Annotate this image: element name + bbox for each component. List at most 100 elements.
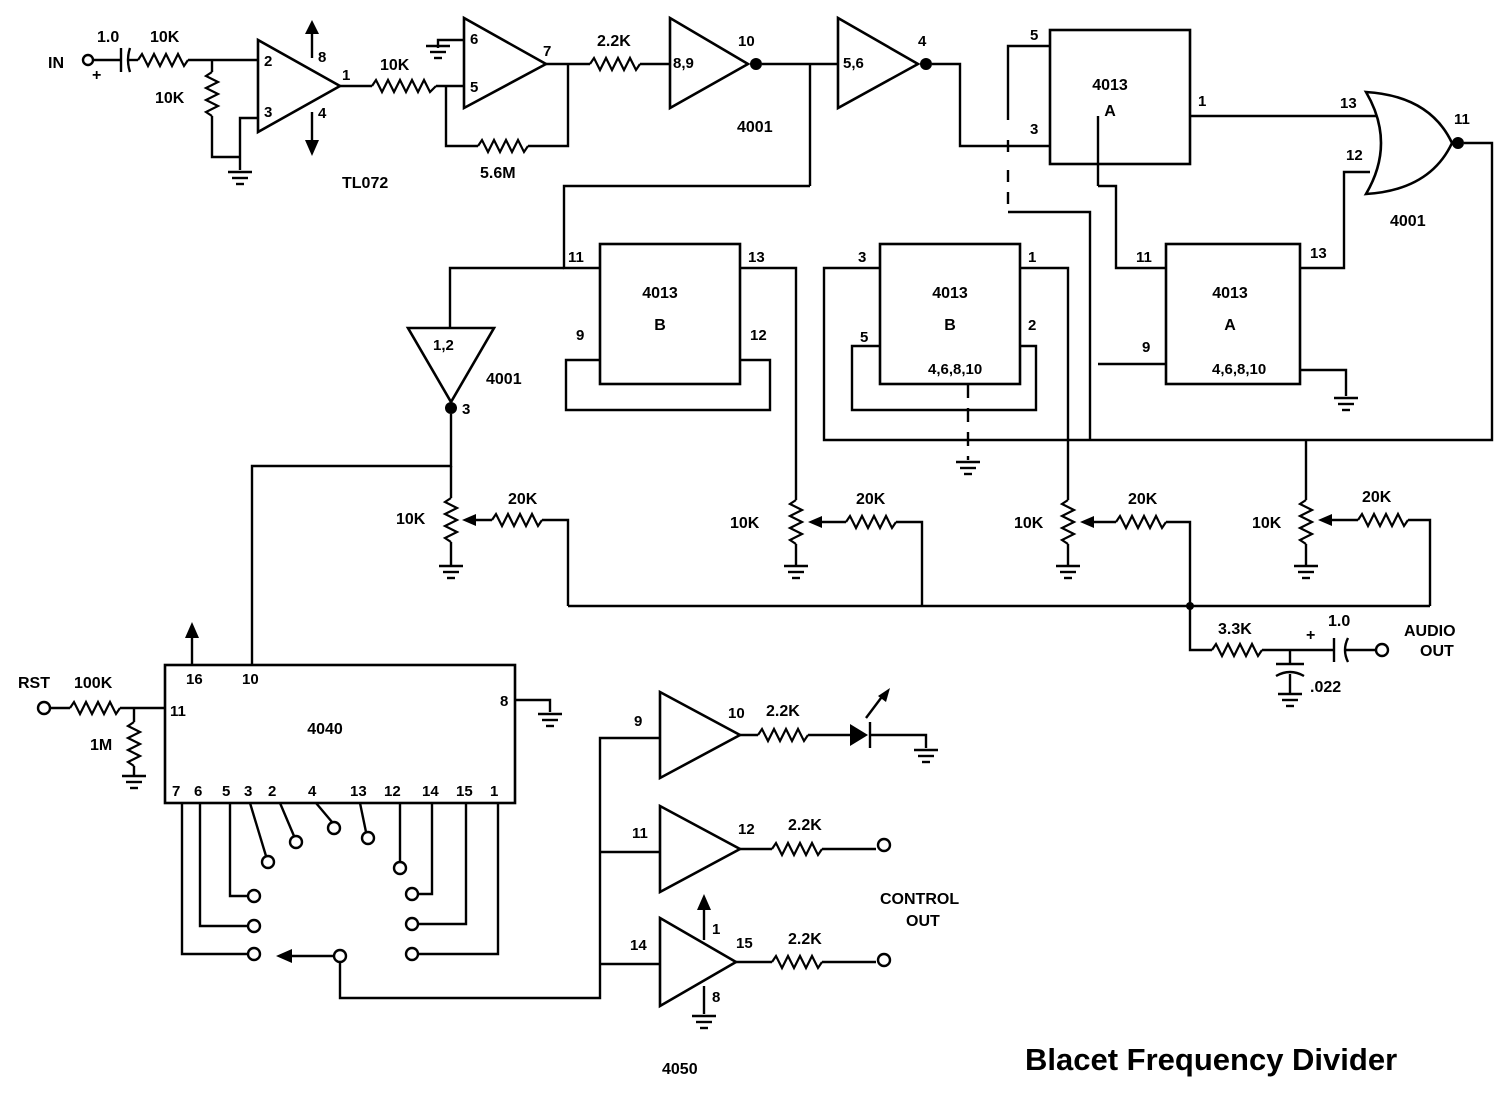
r-rst-value: 100K [74,675,113,692]
ground-symbol [228,170,252,186]
pin-label: 16 [186,671,203,688]
pin-label: 4 [318,105,327,122]
in-label: IN [48,55,64,72]
pin-label: 10 [738,33,755,50]
c-filter-value: .022 [1310,679,1341,696]
selector-contact [404,946,420,962]
nor-inverter-89: 8,9 10 4001 [668,15,773,136]
opamp-part: TL072 [342,175,388,192]
ground-symbol [538,712,562,728]
ground-symbol [426,44,450,60]
vcc-arrow [185,622,199,638]
mixer-pot-1: 10K 20K [396,491,570,606]
pin-label: 4 [308,783,317,800]
ground-symbol [1334,396,1358,412]
mix-value: 20K [1362,489,1392,506]
pin-label: 15 [736,935,753,952]
control-out-jack[interactable] [876,952,892,968]
chip-part: 4001 [486,371,522,388]
pin-label: 4,6,8,10 [928,361,982,378]
opamp-triangle [256,37,343,135]
chip-half: B [944,317,956,334]
control-output-1: 2.2K [740,817,892,858]
selector-contact [260,854,276,870]
audio-out-network: 3.3K .022 + 1.0 AUDIO OUT [1188,606,1456,708]
pin-label: 12 [738,821,755,838]
chip-part: 4013 [1212,285,1248,302]
nor-gate-4001: 13 12 11 4001 [1340,90,1470,230]
pin-label: 5,6 [843,55,864,72]
r-out-value: 3.3K [1218,621,1252,638]
rotary-selector [180,736,660,1000]
selector-wiper[interactable] [332,948,348,964]
mixer-pot-2: 10K 20K [730,491,924,606]
pin-label: 8 [500,693,508,710]
opamp-output-resistor [371,77,437,95]
pin-label: 4 [918,33,927,50]
gate-resistor [589,55,641,73]
nor-inverter-12: 1,2 3 4001 [405,326,522,418]
pin-label: 5 [1030,27,1038,44]
selector-contact [326,820,342,836]
chip-part: 4040 [307,721,343,738]
selector-contact [404,886,420,902]
control-output-2: 2.2K CONTROL OUT [736,891,959,971]
pin-label: 10 [728,705,745,722]
pin-label: 9 [1142,339,1150,356]
bias-resistor [203,71,221,117]
in-jack[interactable] [81,53,95,67]
mixer-pot-4: 10K 20K [1252,489,1432,606]
control-out-label: CONTROL [880,891,959,908]
pin-label: 14 [630,937,647,954]
mix-value: 20K [1128,491,1158,508]
pin-label: 7 [172,783,180,800]
pin-label: 13 [1340,95,1357,112]
pot-value: 10K [730,515,760,532]
rst-jack[interactable] [36,700,52,716]
pin-label: 1 [1028,249,1036,266]
feedback-resistor [477,137,529,155]
r-op-value: 10K [380,57,410,74]
rst-label: RST [18,675,50,692]
pin-label: 3 [244,783,252,800]
r-fb-value: 5.6M [480,165,516,182]
r-buf-value: 2.2K [788,931,822,948]
control-out-label: OUT [906,913,940,930]
selector-contact [404,916,420,932]
chip-half: B [654,317,666,334]
pin-label: 13 [1310,245,1327,262]
pin-label: 5 [222,783,230,800]
selector-contact [392,860,408,876]
pin-label: 12 [1346,147,1363,164]
wiper-arrow [276,949,292,963]
c-in-value: 1.0 [97,29,119,46]
control-out-jack[interactable] [876,837,892,853]
vplus-arrow [305,20,319,34]
pin-label: 8 [318,49,326,66]
chip-part: 4013 [932,285,968,302]
pin-label: 2 [1028,317,1036,334]
audio-out-label: AUDIO [1404,623,1456,640]
flipflop-4013-b-middle: 4013 B 3 1 5 2 4,6,8,10 [858,242,1036,386]
chip-part: 4013 [642,285,678,302]
diagram-title: Blacet Frequency Divider [1025,1042,1398,1077]
pin-label: 12 [750,327,767,344]
audio-out-jack[interactable] [1374,642,1390,658]
chip-part: 4013 [1092,77,1128,94]
vminus-arrow [305,140,319,156]
pin-label: 13 [350,783,367,800]
pin-label: 11 [632,825,648,842]
chip-part: 4050 [662,1061,698,1078]
c-out-plus: + [1306,627,1315,644]
pin-label: 1 [712,921,720,938]
pin-label: 1 [490,783,498,800]
led-icon [850,724,868,746]
mix-value: 20K [856,491,886,508]
pin-label: 4,6,8,10 [1212,361,1266,378]
r-buf-value: 2.2K [766,703,800,720]
pin-label: 11 [170,703,186,720]
r-pd-value: 1M [90,737,112,754]
comparator-triangle [462,15,549,111]
mixer-pot-3: 10K 20K [1014,491,1192,606]
pot-value: 10K [396,511,426,528]
